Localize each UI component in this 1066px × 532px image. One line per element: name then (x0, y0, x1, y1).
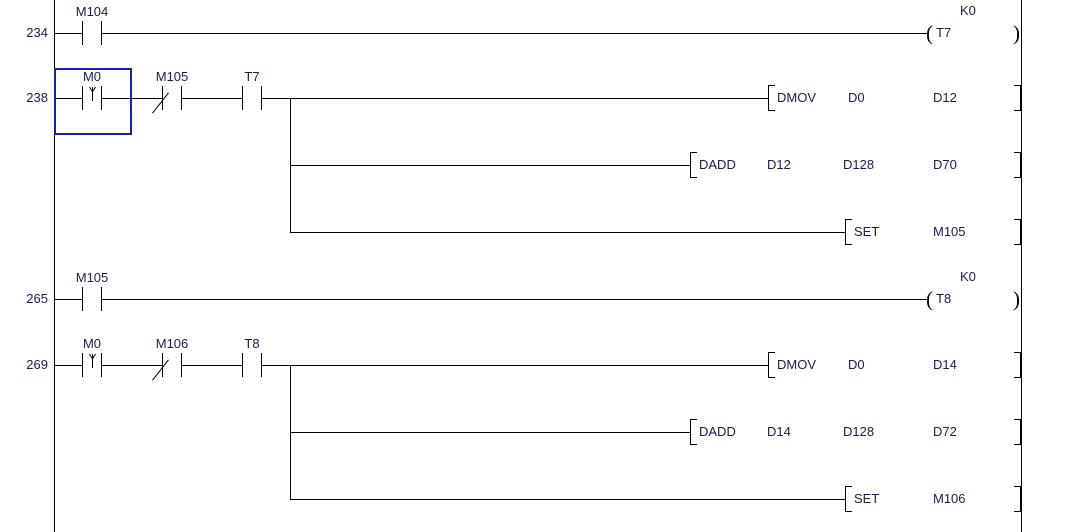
rung-269-branch-wire-dadd (290, 432, 690, 433)
contact-label-m0-rung269: M0 (82, 336, 102, 351)
rung-238-wire-seg3 (181, 98, 242, 99)
instruction-bracket-right-dadd-1 (1014, 152, 1021, 178)
instruction-bracket-left-dadd-2 (690, 419, 697, 445)
contact-label-m104: M104 (75, 4, 109, 19)
coil-preset-k0-t7: K0 (960, 3, 976, 18)
contact-label-m105-rung238: M105 (155, 69, 189, 84)
contact-label-t7-rung238: T7 (244, 69, 260, 84)
contact-label-t8-rung269: T8 (244, 336, 260, 351)
instruction-mnemonic-set-2[interactable]: SET (854, 491, 880, 506)
contact-m0-rising-edge-rung269[interactable] (82, 353, 102, 377)
rung-265-wire-right (101, 299, 929, 300)
contact-m104-normally-open[interactable] (82, 21, 102, 45)
instruction-bracket-left-set-2 (845, 486, 852, 512)
right-power-rail (1021, 0, 1022, 532)
instruction-mnemonic-dadd-2[interactable]: DADD (699, 424, 736, 439)
step-number-234: 234 (26, 25, 48, 40)
instruction-operand-dmov-1-1[interactable]: D12 (933, 90, 957, 105)
rung-238-branch-wire-dadd (290, 165, 690, 166)
instruction-bracket-left-dmov-2 (768, 352, 775, 378)
contact-t7-normally-open-rung238[interactable] (242, 86, 262, 110)
rung-269-branch-wire-set (290, 499, 845, 500)
instruction-bracket-right-set-1 (1014, 219, 1021, 245)
selection-highlight-m0[interactable] (54, 68, 132, 135)
instruction-mnemonic-dmov-1[interactable]: DMOV (777, 90, 816, 105)
instruction-operand-dadd-1-1[interactable]: D128 (843, 157, 875, 172)
rung-238-branch-wire-set (290, 232, 845, 233)
instruction-bracket-left-dmov-1 (768, 85, 775, 111)
contact-label-m105-rung265: M105 (75, 270, 109, 285)
coil-name-t7[interactable]: T7 (936, 25, 952, 40)
contact-m106-normally-closed-rung269[interactable] (152, 353, 182, 381)
rung-238-wire-seg4 (261, 98, 768, 99)
left-power-rail (54, 0, 55, 532)
contact-label-m106-rung269: M106 (155, 336, 189, 351)
instruction-mnemonic-dmov-2[interactable]: DMOV (777, 357, 816, 372)
rung-238-wire-seg1 (55, 98, 82, 99)
instruction-bracket-right-dmov-2 (1014, 352, 1021, 378)
step-number-238: 238 (26, 90, 48, 105)
instruction-bracket-left-set-1 (845, 219, 852, 245)
instruction-operand-set-1-0[interactable]: M105 (933, 224, 966, 239)
rung-234-wire-left (55, 33, 82, 34)
contact-m105-normally-closed-rung238[interactable] (152, 86, 182, 114)
coil-close-paren-t7: ) (1013, 21, 1020, 45)
instruction-operand-dmov-2-1[interactable]: D14 (933, 357, 957, 372)
coil-open-paren-t7: ( (926, 21, 933, 45)
coil-preset-k0-t8: K0 (960, 269, 976, 284)
instruction-operand-dadd-2-2[interactable]: D72 (933, 424, 957, 439)
rung-238-wire-seg2 (101, 98, 162, 99)
instruction-operand-dmov-2-0[interactable]: D0 (848, 357, 865, 372)
instruction-bracket-right-dadd-2 (1014, 419, 1021, 445)
normally-closed-slash-icon (152, 92, 169, 114)
coil-close-paren-t8: ) (1013, 287, 1020, 311)
instruction-operand-dadd-1-2[interactable]: D70 (933, 157, 957, 172)
instruction-operand-set-2-0[interactable]: M106 (933, 491, 966, 506)
instruction-mnemonic-set-1[interactable]: SET (854, 224, 880, 239)
rung-269-wire-seg1 (55, 365, 82, 366)
contact-m105-normally-open-rung265[interactable] (82, 287, 102, 311)
rung-269-wire-seg3 (181, 365, 242, 366)
instruction-operand-dadd-2-0[interactable]: D14 (767, 424, 791, 439)
instruction-bracket-right-set-2 (1014, 486, 1021, 512)
step-number-265: 265 (26, 291, 48, 306)
instruction-operand-dadd-2-1[interactable]: D128 (843, 424, 875, 439)
coil-open-paren-t8: ( (926, 287, 933, 311)
rung-269-wire-seg2 (101, 365, 162, 366)
coil-name-t8[interactable]: T8 (936, 291, 952, 306)
rung-234-wire-right (101, 33, 929, 34)
rung-265-wire-left (55, 299, 82, 300)
rising-edge-arrow-icon (88, 353, 96, 368)
rising-edge-arrow-icon (88, 86, 96, 101)
instruction-operand-dmov-1-0[interactable]: D0 (848, 90, 865, 105)
instruction-bracket-right-dmov-1 (1014, 85, 1021, 111)
contact-label-m0-rung238: M0 (82, 69, 102, 84)
instruction-operand-dadd-1-0[interactable]: D12 (767, 157, 791, 172)
instruction-mnemonic-dadd-1[interactable]: DADD (699, 157, 736, 172)
instruction-bracket-left-dadd-1 (690, 152, 697, 178)
step-number-269: 269 (26, 357, 48, 372)
rung-269-wire-seg4 (261, 365, 768, 366)
contact-t8-normally-open-rung269[interactable] (242, 353, 262, 377)
normally-closed-slash-icon (152, 359, 169, 381)
